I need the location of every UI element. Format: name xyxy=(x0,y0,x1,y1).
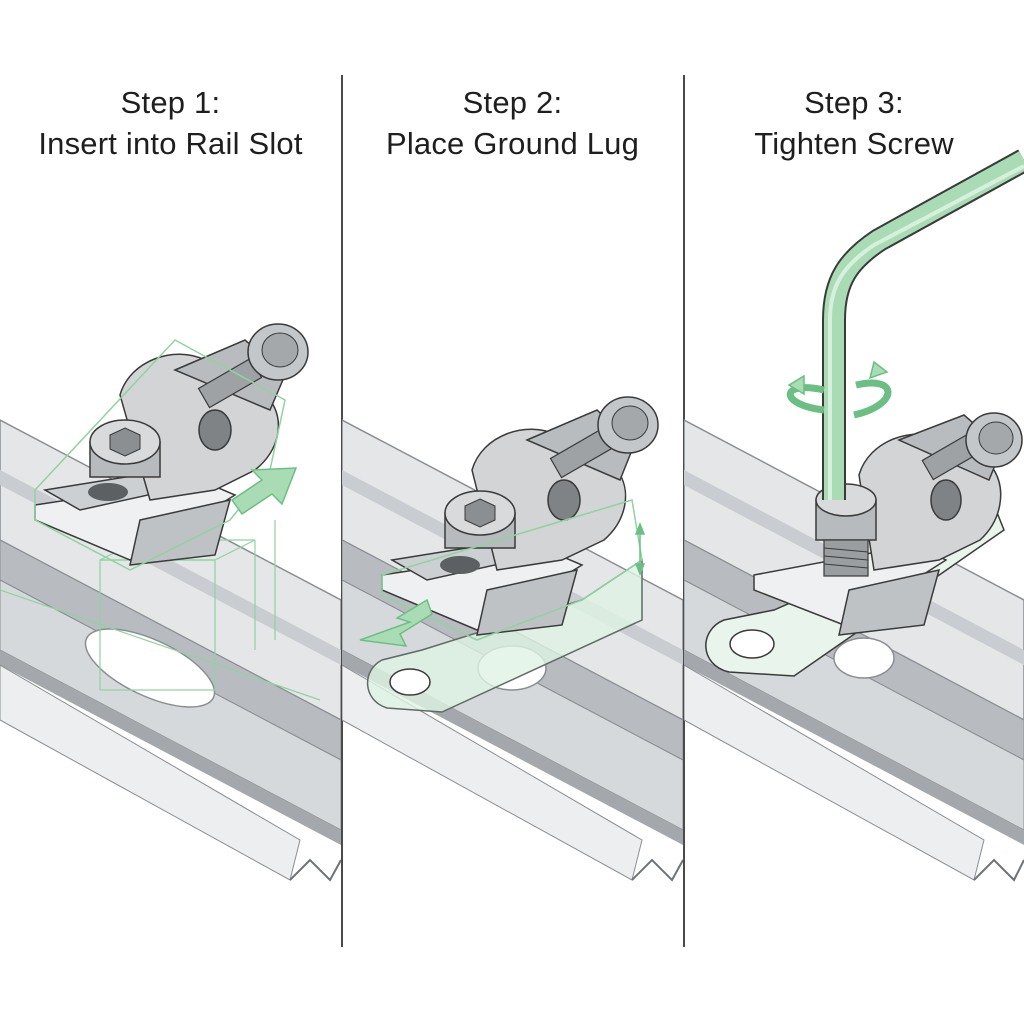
direction-arrow-icon xyxy=(359,598,433,647)
step-3-caption: Step 3: Tighten Screw xyxy=(684,82,1024,164)
step-1-caption: Step 1: Insert into Rail Slot xyxy=(0,82,341,164)
grounding-clamp xyxy=(34,323,309,566)
rail-slot xyxy=(84,628,216,708)
rail-slot xyxy=(833,637,895,679)
step-3-title: Tighten Screw xyxy=(754,126,954,161)
hex-socket-screw-icon xyxy=(444,396,659,549)
hex-socket-screw-icon xyxy=(815,412,1023,577)
grounding-clamp xyxy=(381,396,659,636)
step-2-caption: Step 2: Place Ground Lug xyxy=(342,82,683,164)
step-3-panel: Step 3: Tighten Screw xyxy=(684,0,1024,1024)
step-2-panel: Step 2: Place Ground Lug xyxy=(342,0,683,1024)
step-1-illustration xyxy=(0,323,341,882)
step-3-illustration xyxy=(684,149,1024,882)
step-2-title: Place Ground Lug xyxy=(385,126,640,161)
step-1-title: Insert into Rail Slot xyxy=(38,126,303,161)
step-1-heading: Step 1: xyxy=(120,85,221,120)
vertical-adjust-arrow-icon xyxy=(634,521,646,577)
step-2-illustration xyxy=(342,396,683,882)
direction-arrow-icon xyxy=(230,467,298,516)
grounding-clamp xyxy=(753,412,1023,636)
hex-socket-screw-icon xyxy=(89,323,309,478)
step-3-heading: Step 3: xyxy=(804,85,904,120)
rotation-arrow-icon xyxy=(787,360,892,419)
step-1-panel: Step 1: Insert into Rail Slot xyxy=(0,0,341,1024)
hex-key-icon xyxy=(822,149,1024,500)
step-2-heading: Step 2: xyxy=(462,85,563,120)
